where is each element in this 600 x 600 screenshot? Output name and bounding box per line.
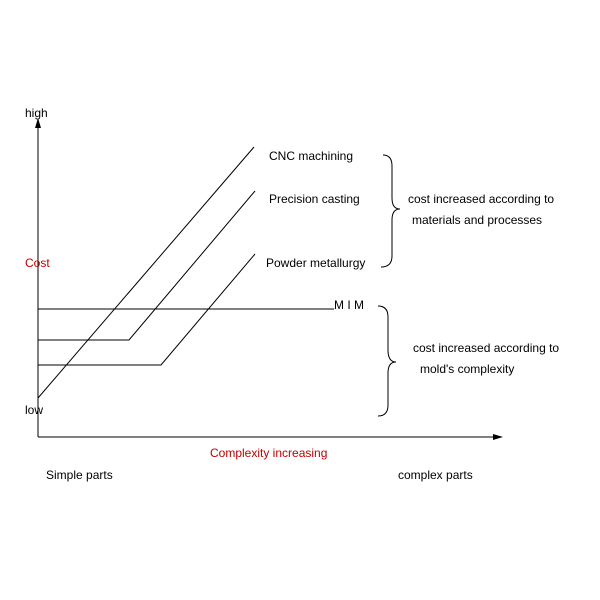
upper-annotation-line1: cost increased according to [408,192,554,206]
cnc-line [37,146,255,399]
lower-annotation-line1: cost increased according to [413,341,559,355]
x-axis-title: Complexity increasing [210,446,327,460]
powder-line [38,253,256,366]
x-axis-right-label: complex parts [398,468,473,482]
powder-label: Powder metallurgy [266,256,365,270]
upper-annotation-line2: materials and processes [412,213,542,227]
y-axis-high-label: high [25,106,48,120]
upper-brace [380,154,401,268]
casting-line [38,190,256,341]
mim-label: M I M [334,298,364,312]
x-axis-arrow [493,434,503,440]
y-axis-low-label: low [25,403,43,417]
lower-brace [377,305,397,417]
x-axis-left-label: Simple parts [46,468,113,482]
y-axis-title: Cost [25,256,50,270]
y-axis-arrow [35,118,41,128]
cnc-label: CNC machining [269,149,353,163]
lower-annotation-line2: mold's complexity [420,362,514,376]
casting-label: Precision casting [269,192,360,206]
